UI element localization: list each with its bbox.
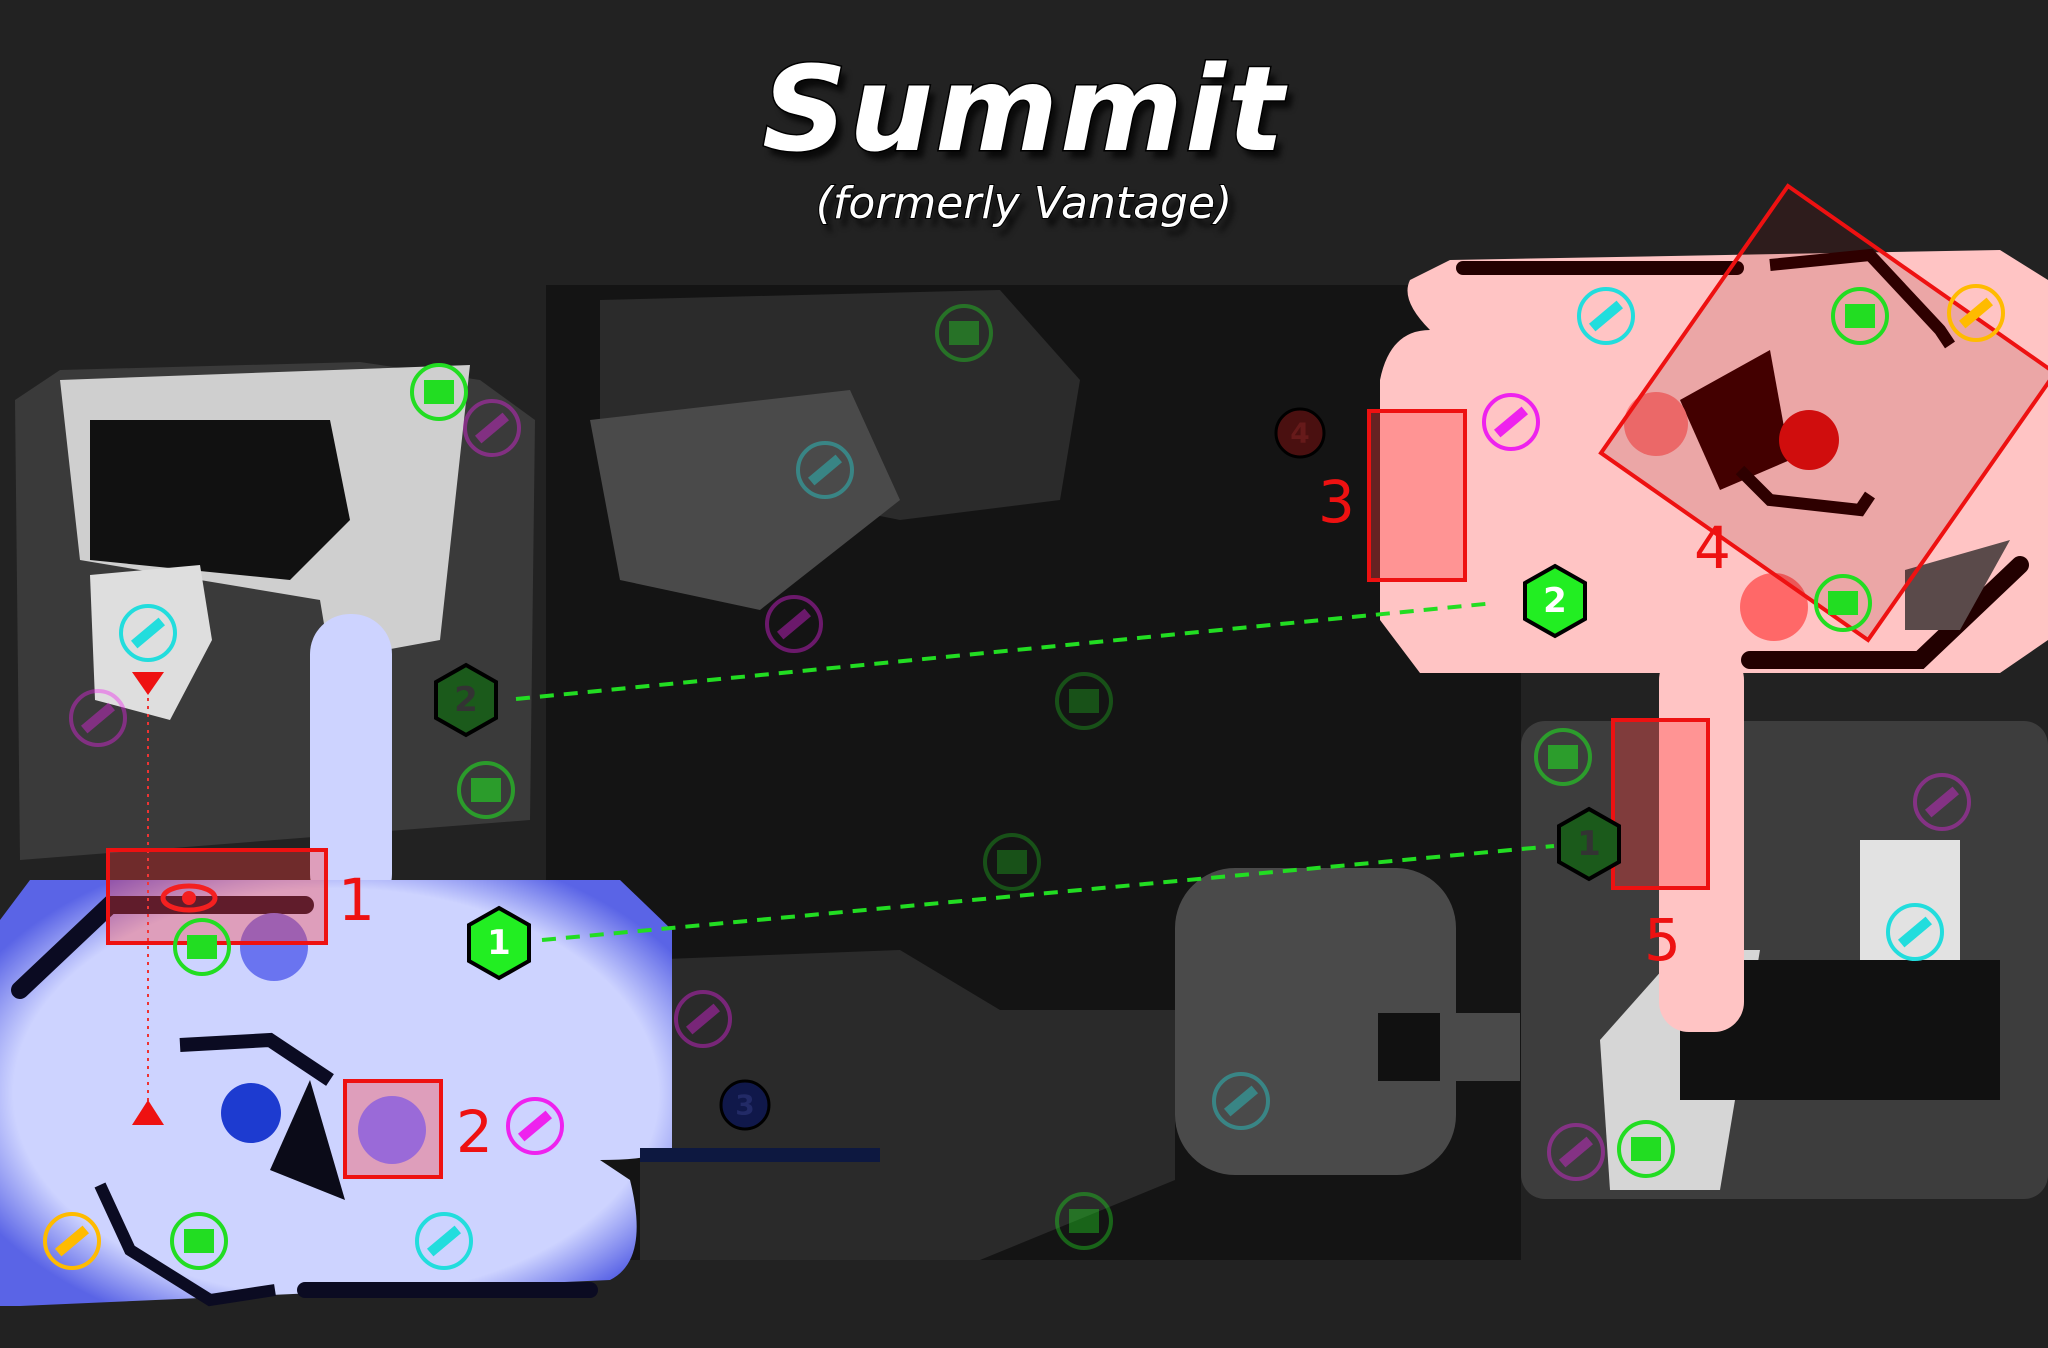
- side-room: [1175, 868, 1456, 1175]
- callout-label-3: 3: [1318, 468, 1355, 536]
- shotgun-pickup-icon: [765, 595, 823, 653]
- rifle-pickup-icon: [1577, 287, 1635, 345]
- rifle-pickup-icon: [415, 1212, 473, 1270]
- rifle-pickup-icon: [1886, 903, 1944, 961]
- red-power-orb-icon: [1779, 410, 1839, 470]
- arrow-down-icon: [132, 672, 164, 695]
- red-barrier: [1741, 556, 2029, 669]
- rifle-pickup-icon: [1212, 1072, 1270, 1130]
- red-corridor: [1659, 650, 1744, 1032]
- blue-base: [0, 880, 672, 1306]
- blue-block: [270, 1080, 345, 1200]
- blue-cover-pillar: [358, 1096, 426, 1164]
- capture-point-blue-1: 1: [467, 905, 531, 981]
- red-barrier: [1769, 248, 1955, 349]
- neutral-point-3: 3: [719, 1079, 771, 1131]
- callout-label-2: 2: [456, 1098, 493, 1166]
- shotgun-pickup-icon: [463, 399, 521, 457]
- health-pickup-icon: [935, 304, 993, 362]
- callout-label-4: 4: [1694, 514, 1731, 582]
- rocket-pickup-icon: [1947, 284, 2005, 342]
- blue-barrier: [94, 1182, 276, 1307]
- health-pickup-icon: [173, 918, 231, 976]
- callout-box-4: [1598, 183, 2048, 643]
- blue-barrier: [179, 1032, 334, 1086]
- shotgun-pickup-icon: [69, 689, 127, 747]
- health-pickup-icon: [1814, 574, 1872, 632]
- rifle-pickup-icon: [119, 604, 177, 662]
- health-pickup-icon: [983, 833, 1041, 891]
- blue-sniper-perch: [90, 565, 212, 720]
- side-room-block: [1378, 1013, 1440, 1081]
- arrow-up-icon: [132, 1100, 164, 1125]
- svg-text:1: 1: [1577, 824, 1601, 864]
- red-block: [1680, 350, 1790, 490]
- central-ledge: [590, 390, 900, 610]
- svg-text:4: 4: [1290, 417, 1309, 450]
- blue-power-orb-icon: [221, 1083, 281, 1143]
- map-title: Summit: [761, 39, 1286, 180]
- red-barrier: [1735, 465, 1875, 517]
- health-pickup-icon: [1534, 728, 1592, 786]
- lower-corridor: [640, 950, 1175, 1260]
- blue-cover-pillar: [240, 913, 308, 981]
- map-subtitle: (formerly Vantage): [815, 177, 1233, 230]
- callout-label-1: 1: [338, 866, 375, 934]
- health-pickup-icon: [410, 363, 468, 421]
- svg-text:2: 2: [1543, 581, 1567, 621]
- shotgun-pickup-icon: [1913, 773, 1971, 831]
- shotgun-pickup-icon: [1482, 393, 1540, 451]
- red-ramp: [1905, 540, 2010, 630]
- health-pickup-icon: [457, 761, 515, 819]
- red-lower-perch: [1860, 840, 1960, 975]
- health-pickup-icon: [1831, 287, 1889, 345]
- health-pickup-icon: [170, 1212, 228, 1270]
- blue-upper-pit: [90, 420, 350, 580]
- link-line-point-2: [515, 601, 1496, 701]
- rocket-pickup-icon: [43, 1212, 101, 1270]
- callout-box-3: [1367, 409, 1467, 582]
- blue-corridor: [310, 614, 392, 914]
- capture-point-red-1: 1: [1557, 806, 1621, 882]
- rifle-pickup-icon: [796, 441, 854, 499]
- health-pickup-icon: [1055, 1192, 1113, 1250]
- svg-text:3: 3: [735, 1089, 754, 1122]
- shotgun-pickup-icon: [674, 990, 732, 1048]
- callout-box-5: [1611, 718, 1710, 890]
- health-pickup-icon: [1617, 1120, 1675, 1178]
- eye-icon: [160, 883, 218, 913]
- shotgun-pickup-icon: [1547, 1123, 1605, 1181]
- shotgun-pickup-icon: [506, 1097, 564, 1155]
- neutral-point-4: 4: [1274, 407, 1326, 459]
- health-pickup-icon: [1055, 672, 1113, 730]
- capture-point-blue-2: 2: [434, 662, 498, 738]
- red-cover-pillar: [1624, 392, 1688, 456]
- svg-text:2: 2: [454, 680, 478, 720]
- capture-point-red-2: 2: [1523, 563, 1587, 639]
- callout-box-1: [106, 848, 328, 945]
- svg-text:1: 1: [487, 923, 511, 963]
- callout-label-5: 5: [1644, 906, 1681, 974]
- red-cover-pillar: [1740, 573, 1808, 641]
- link-line-point-1: [541, 844, 1555, 942]
